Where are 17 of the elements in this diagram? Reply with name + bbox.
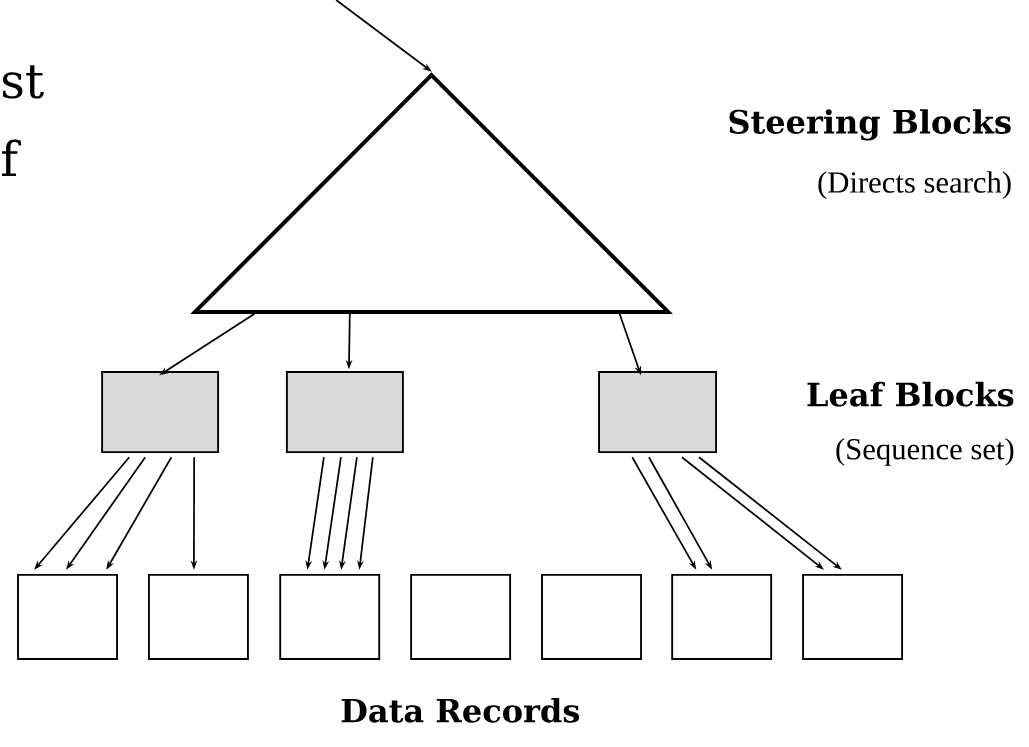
label-text: Steering Blocks [729,109,1011,141]
leaf-block [598,371,717,453]
leaf-block [285,371,404,453]
label-text: st [2,65,44,99]
data-record-box [541,573,642,660]
label-text: (Directs search) [818,171,1011,200]
data-record-box [671,573,773,660]
label-text: f [2,139,21,177]
data-record-box [279,573,381,660]
data-record-box [802,573,903,660]
label-text: (Sequence set) [836,437,1014,466]
label-text: Leaf Blocks [807,381,1014,407]
leaf-block [101,371,220,453]
data-record-box [148,573,249,660]
data-record-box [17,573,118,660]
label-text: Data Records [341,697,580,723]
data-record-box [410,573,512,660]
